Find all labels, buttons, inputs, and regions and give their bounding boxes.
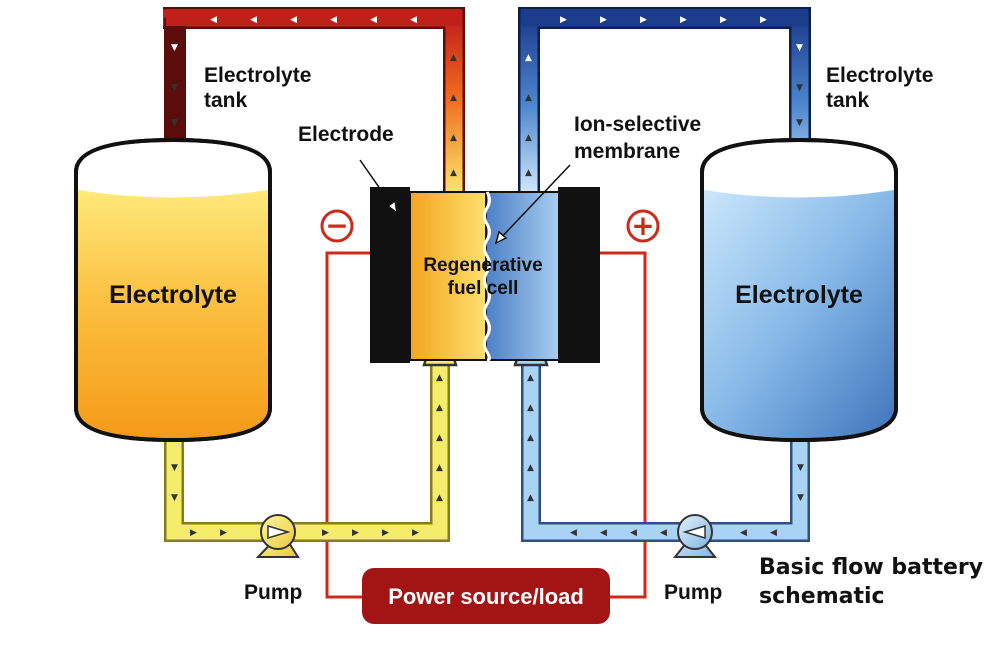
right-electrolyte-tank bbox=[700, 137, 898, 443]
electrode-label: Electrode bbox=[298, 123, 394, 146]
svg-text:▶: ▶ bbox=[560, 15, 567, 25]
svg-text:◀: ◀ bbox=[660, 528, 667, 538]
caption-line1: Basic flow battery bbox=[759, 555, 983, 580]
svg-text:◀: ◀ bbox=[570, 528, 577, 538]
right-electrolyte-label: Electrolyte bbox=[735, 281, 863, 309]
svg-text:◀: ◀ bbox=[740, 528, 747, 538]
svg-text:▲: ▲ bbox=[527, 403, 534, 413]
svg-text:▶: ▶ bbox=[382, 528, 389, 538]
svg-text:▲: ▲ bbox=[525, 53, 532, 63]
svg-text:▲: ▲ bbox=[450, 168, 457, 178]
svg-text:▼: ▼ bbox=[171, 463, 178, 473]
negative-wire bbox=[325, 251, 373, 599]
svg-text:▲: ▲ bbox=[436, 463, 443, 473]
svg-text:▶: ▶ bbox=[760, 15, 767, 25]
svg-text:▶: ▶ bbox=[640, 15, 647, 25]
positive-terminal-icon: + bbox=[631, 209, 654, 242]
left-tank-label-line1: Electrolyte bbox=[204, 64, 311, 87]
positive-terminal-ring bbox=[626, 209, 660, 243]
power-source-load-box bbox=[362, 568, 610, 624]
svg-text:◀: ◀ bbox=[210, 15, 217, 25]
positive-wire bbox=[598, 251, 647, 599]
svg-text:▶: ▶ bbox=[720, 15, 727, 25]
negative-electrode bbox=[370, 187, 410, 363]
left-electrolyte-label: Electrolyte bbox=[109, 281, 237, 309]
svg-text:▼: ▼ bbox=[171, 118, 178, 128]
svg-text:▲: ▲ bbox=[450, 53, 457, 63]
cell-right-half bbox=[485, 191, 561, 361]
svg-text:◀: ◀ bbox=[370, 15, 377, 25]
svg-text:▼: ▼ bbox=[796, 118, 803, 128]
svg-text:◀: ◀ bbox=[330, 15, 337, 25]
cell-left-half bbox=[409, 191, 489, 361]
positive-electrode bbox=[558, 187, 600, 363]
svg-text:▼: ▼ bbox=[797, 493, 804, 503]
membrane-label-line1: Ion-selective bbox=[574, 113, 701, 136]
callout-lines bbox=[359, 159, 571, 245]
negative-terminal-icon: − bbox=[325, 209, 348, 242]
regenerative-fuel-cell bbox=[370, 187, 600, 363]
svg-text:▲: ▲ bbox=[525, 93, 532, 103]
svg-text:▶: ▶ bbox=[412, 528, 419, 538]
svg-text:◀: ◀ bbox=[600, 528, 607, 538]
left-electrolyte-tank bbox=[74, 137, 272, 443]
ion-selective-membrane bbox=[483, 191, 491, 362]
svg-text:▲: ▲ bbox=[436, 373, 443, 383]
svg-text:▼: ▼ bbox=[171, 83, 178, 93]
left-tank-label-line2: tank bbox=[204, 89, 248, 112]
svg-text:▼: ▼ bbox=[797, 463, 804, 473]
svg-text:▼: ▼ bbox=[171, 493, 178, 503]
svg-text:◀: ◀ bbox=[770, 528, 777, 538]
svg-text:▼: ▼ bbox=[796, 83, 803, 93]
svg-text:▲: ▲ bbox=[525, 133, 532, 143]
right-tank-label-line2: tank bbox=[826, 89, 870, 112]
right-pump-icon bbox=[672, 514, 718, 558]
svg-text:▲: ▲ bbox=[450, 93, 457, 103]
left-pump-label: Pump bbox=[244, 581, 302, 604]
svg-text:▶: ▶ bbox=[322, 528, 329, 538]
svg-text:◀: ◀ bbox=[630, 528, 637, 538]
cell-label-line2: fuel cell bbox=[448, 278, 519, 299]
svg-text:▶: ▶ bbox=[600, 15, 607, 25]
external-circuit-wires bbox=[325, 251, 647, 599]
svg-text:◀: ◀ bbox=[250, 15, 257, 25]
right-pump-label: Pump bbox=[664, 581, 722, 604]
left-pump-icon bbox=[255, 514, 300, 558]
svg-text:▲: ▲ bbox=[527, 373, 534, 383]
svg-text:▲: ▲ bbox=[436, 403, 443, 413]
membrane-label-line2: membrane bbox=[574, 140, 680, 163]
svg-text:▲: ▲ bbox=[525, 168, 532, 178]
flow-direction-markers: ▶ ▶ ▶ ▶ ▶ ▶ ▲ ▲ ▲ ▲ ▲ ◀ ◀ ◀ ◀ ◀ ◀ ▲ ▲ ▲ ▲ ▲ ▼ ▼ ▼ ▼ ◀ ◀ ◀ ◀ ◀ ◀ ▲ ▲… bbox=[171, 15, 804, 538]
cell-label-line1: Regenerative bbox=[423, 255, 542, 276]
svg-text:▶: ▶ bbox=[352, 528, 359, 538]
svg-text:▶: ▶ bbox=[220, 528, 227, 538]
svg-text:▲: ▲ bbox=[450, 133, 457, 143]
svg-text:▲: ▲ bbox=[527, 493, 534, 503]
power-source-load-label: Power source/load bbox=[388, 584, 584, 609]
svg-text:▼: ▼ bbox=[171, 43, 178, 53]
svg-text:▲: ▲ bbox=[527, 433, 534, 443]
svg-text:▲: ▲ bbox=[436, 433, 443, 443]
svg-text:▶: ▶ bbox=[680, 15, 687, 25]
svg-text:◀: ◀ bbox=[410, 15, 417, 25]
right-tank-label-line1: Electrolyte bbox=[826, 64, 933, 87]
svg-text:▼: ▼ bbox=[796, 43, 803, 53]
negative-terminal-ring bbox=[320, 209, 354, 243]
svg-text:▲: ▲ bbox=[436, 493, 443, 503]
svg-text:▲: ▲ bbox=[527, 463, 534, 473]
svg-text:▶: ▶ bbox=[190, 528, 197, 538]
svg-text:◀: ◀ bbox=[290, 15, 297, 25]
caption-line2: schematic bbox=[759, 584, 885, 609]
